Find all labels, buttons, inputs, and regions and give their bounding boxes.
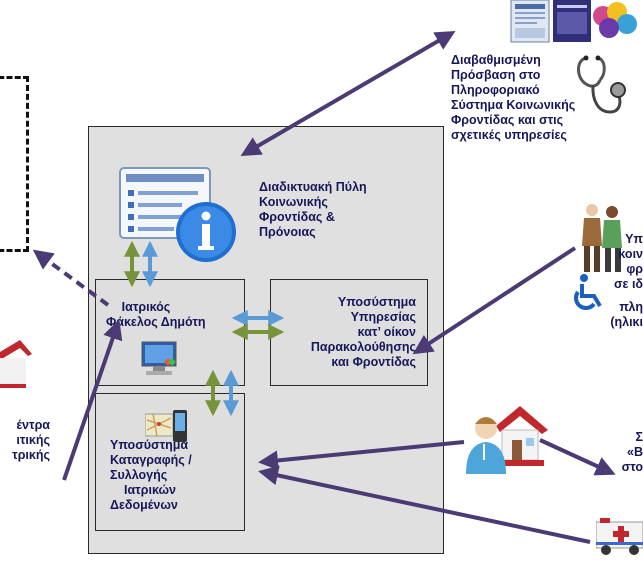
document-info-icon xyxy=(118,166,243,264)
medical-record-label: Ιατρικός Φάκελος Δημότη xyxy=(106,300,206,329)
arrow-ambulance-data xyxy=(258,465,591,544)
external-dashed-box xyxy=(0,76,29,252)
arrow-nurse-data xyxy=(258,440,465,471)
mobile-map-icon xyxy=(144,410,191,444)
data-collection-label: Υποσύστημα Καταγραφής / Συλλογής Ιατρικώ… xyxy=(110,438,192,512)
wheelchair-icon xyxy=(574,274,608,310)
web-screenshots-icon xyxy=(509,0,643,44)
home-care-label: Υποσύστημα Υπηρεσίας κατ’ οίκον Παρακολο… xyxy=(310,295,416,369)
left-center-label: έντρα ιτικής τρικής xyxy=(12,418,50,462)
computer-icon xyxy=(138,340,182,380)
arrow-portal-access xyxy=(240,30,456,157)
arrow-elderly-homecare xyxy=(412,246,577,355)
red-house-icon xyxy=(0,340,32,388)
right-elderly-label: Υπ κοιν φρ σε ιδ πλη (ηλικι xyxy=(610,232,643,329)
portal-label: Διαδικτυακή Πύλη Κοινωνικής Φροντίδας & … xyxy=(259,180,367,239)
arrow-center-medical xyxy=(62,319,123,481)
arrow-nurse-emergency xyxy=(539,438,616,476)
arrow-medical-external xyxy=(32,249,110,307)
ambulance-icon xyxy=(595,516,643,556)
stethoscope-icon xyxy=(572,54,632,120)
right-emergency-label: Σ «Β στο xyxy=(621,430,643,474)
elderly-caregiver-icon xyxy=(574,202,628,274)
nurse-house-icon xyxy=(462,404,550,476)
access-label: Διαβαθμισμένη Πρόσβαση στο Πληροφοριακό … xyxy=(451,53,576,142)
